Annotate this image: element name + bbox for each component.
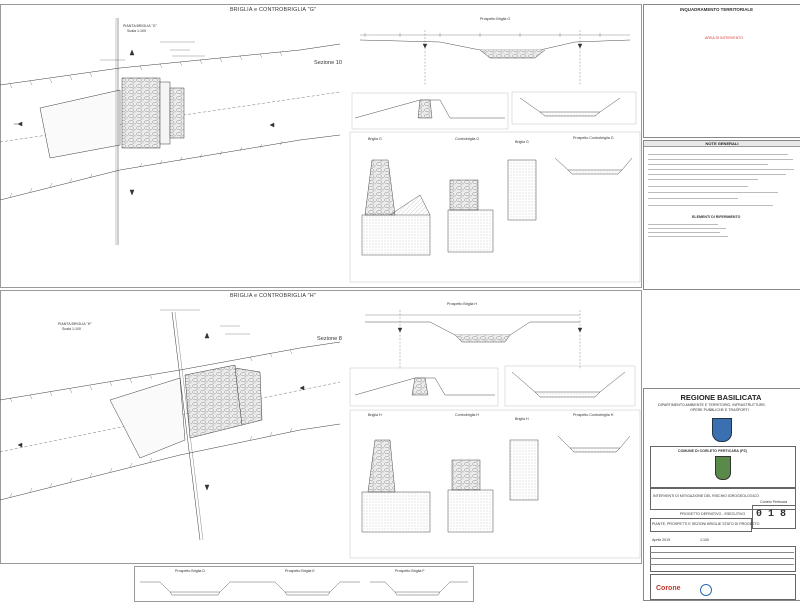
bottom-drawing-title: BRIGLIA e CONTROBRIGLIA "H"	[230, 293, 316, 299]
bottom-prosp-label-3: Prospetto Briglia F	[395, 569, 425, 573]
notes-title: NOTE GENERALI	[644, 141, 800, 147]
note-line	[648, 174, 786, 175]
map-panel	[643, 4, 800, 138]
bottom-cross-sections	[349, 409, 641, 559]
oggetto-text: PIANTE, PROSPETTI E SEZIONI BRIGLIE STAT…	[652, 522, 760, 526]
note-line	[648, 192, 778, 193]
tavola-number: 0 1 8	[756, 509, 787, 520]
revisions-table	[650, 546, 796, 572]
note-line	[648, 186, 748, 187]
notes-lines-2	[648, 222, 796, 262]
bottom-section-label: Sezione 8	[317, 336, 342, 342]
tavola-box	[752, 505, 796, 529]
revisions-row	[650, 552, 794, 553]
map-marker-label: AREA DI INTERVENTO	[705, 36, 744, 40]
note-line	[648, 169, 794, 170]
prosp-label-4: Prospetto Controbriglia H	[573, 413, 614, 417]
map-title: INQUADRAMENTO TERRITORIALE	[680, 7, 754, 12]
top-side-sections	[351, 91, 637, 130]
prosp-label-1: Prospetto Briglia G	[480, 17, 511, 21]
bottom-plan-scale: Scala 1:100	[62, 327, 81, 331]
bottom-drawing-frame	[0, 290, 642, 564]
bottom-prospect-view	[365, 310, 583, 370]
note-line	[648, 236, 728, 237]
prosp-label-3: Prospetto Briglia H	[447, 302, 477, 306]
comune-crest-icon	[715, 456, 731, 480]
dept-line-2: OPERE PUBBLICHE E TRASPORTI	[690, 408, 749, 412]
notes-panel: NOTE GENERALI	[643, 140, 800, 290]
top-prospect-view	[359, 30, 631, 85]
note-line	[648, 179, 758, 180]
revisions-row	[650, 558, 794, 559]
section-label-3: Briglia G	[515, 140, 529, 144]
localita-text: Corleto Perticara	[760, 500, 787, 504]
dept-line-1: DIPARTIMENTO AMBIENTE E TERRITORIO, INFR…	[658, 403, 766, 407]
top-section-label: Sezione 10	[314, 60, 342, 66]
section-label-6: Briglia H	[515, 417, 529, 421]
note-line	[648, 232, 720, 233]
revisions-row	[650, 564, 794, 565]
bottom-small-prospects	[140, 581, 468, 596]
top-plan-title: PIANTA BRIGLIA "G"	[123, 24, 157, 28]
bottom-side-sections	[349, 365, 636, 407]
note-line	[648, 198, 738, 199]
top-plan-scale: Scala 1:100	[127, 29, 146, 33]
data-text: Aprile 2019	[652, 538, 671, 542]
comune-title: COMUNE DI CORLETO PERTICARA (PZ)	[678, 449, 747, 453]
bottom-plan-view	[0, 309, 341, 541]
intervento-text: INTERVENTI DI MITIGAZIONE DEL RISCHIO ID…	[653, 494, 760, 498]
oggetto-box	[650, 518, 752, 532]
top-drawing-title: BRIGLIA e CONTROBRIGLIA "G"	[230, 7, 317, 13]
section-label-2: Controbriglia G	[455, 137, 480, 141]
comune-box	[650, 446, 796, 488]
note-line	[648, 164, 768, 165]
company-logo: Corone	[656, 585, 681, 592]
bottom-prosp-label-2: Prospetto Briglia E	[285, 569, 315, 573]
regione-title: REGIONE BASILICATA	[680, 393, 762, 402]
bottom-prosp-label-1: Prospetto Briglia D	[175, 569, 205, 573]
scala-text: 1:100	[700, 538, 709, 542]
top-plan-view	[0, 18, 341, 245]
section-label-4: Briglia H	[368, 413, 382, 417]
note-line	[648, 154, 788, 155]
section-label-5: Controbriglia H	[455, 413, 479, 417]
regione-crest-icon	[712, 418, 732, 442]
intervento-box	[650, 488, 796, 510]
top-cross-sections	[349, 131, 641, 283]
note-line	[648, 159, 793, 160]
partner-logo-icon	[700, 584, 712, 596]
bottom-plan-title: PIANTA BRIGLIA "H"	[58, 322, 92, 326]
top-drawing-frame	[0, 4, 642, 288]
note-line	[648, 228, 726, 229]
note-line	[648, 224, 718, 225]
section-label-1: Briglia G	[368, 137, 382, 141]
note-line	[648, 205, 773, 206]
prosp-label-2: Prospetto Controbriglia G	[573, 136, 614, 140]
notes-lines	[648, 152, 796, 212]
notes-subtitle: ELEMENTI DI RIFERIMENTO	[692, 215, 741, 219]
fase-text: PROGETTO DEFINITIVO - ESECUTIVO	[680, 512, 746, 516]
